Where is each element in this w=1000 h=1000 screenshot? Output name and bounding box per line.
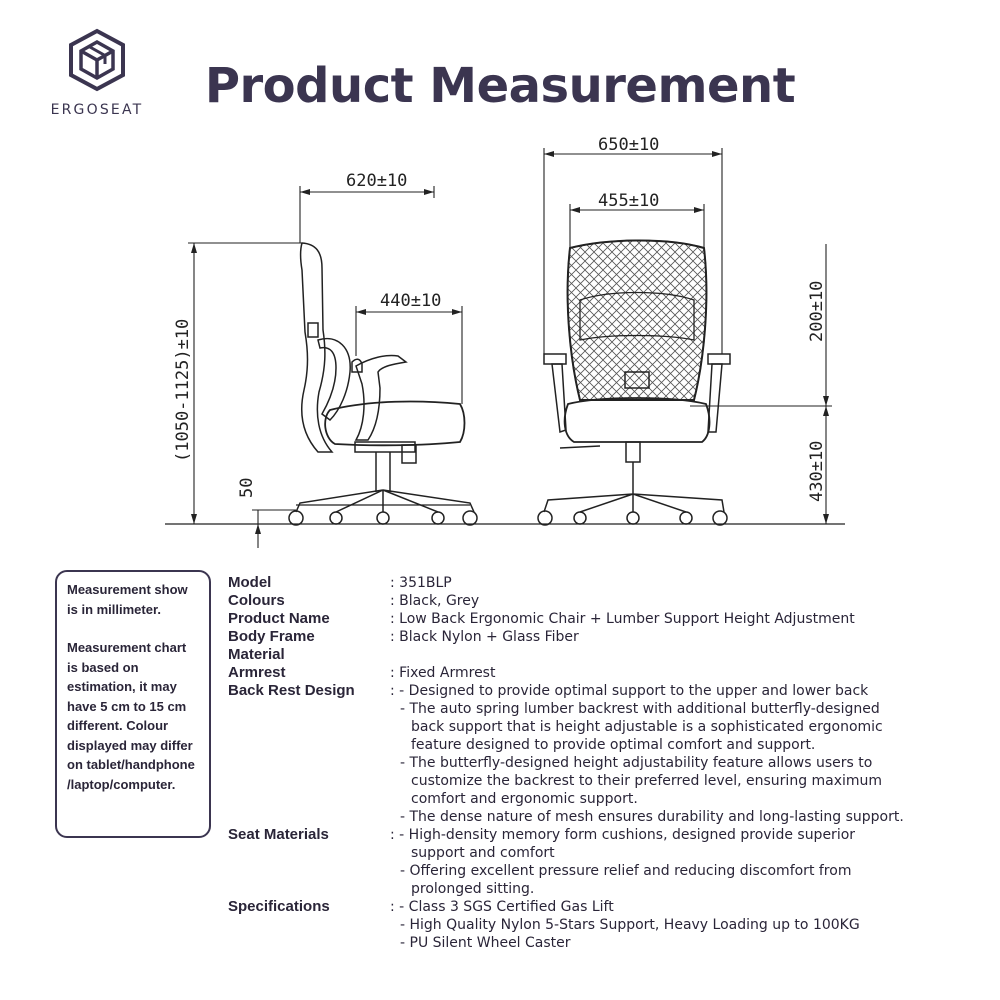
spec-value: support and comfort: [411, 845, 555, 861]
spec-label: Model: [228, 574, 272, 591]
spec-value: : Black, Grey: [390, 593, 480, 609]
front-view-chair: [537, 239, 731, 526]
spec-value: feature designed to provide optimal comf…: [411, 737, 816, 753]
spec-value: customize the backrest to their preferre…: [411, 773, 883, 789]
dim-back-width-label: 455±10: [598, 191, 659, 211]
spec-row-product-name: Product Name : Low Back Ergonomic Chair …: [228, 610, 968, 628]
measurement-note-box: Measurement show is in millimeter. Measu…: [55, 570, 211, 838]
dimension-lines: [188, 148, 832, 548]
spec-label: Seat Materials: [228, 826, 329, 843]
spec-value: - Offering excellent pressure relief and…: [400, 863, 852, 879]
brand-logo: ERGOSEAT: [36, 28, 158, 118]
spec-value: : Fixed Armrest: [390, 665, 496, 681]
spec-row-specifications: Specifications : - Class 3 SGS Certified…: [228, 898, 968, 952]
dim-depth-label: 620±10: [346, 171, 407, 191]
note-unit: Measurement show is in millimeter.: [67, 582, 188, 617]
spec-row-body-frame: Body Frame Material : Black Nylon + Glas…: [228, 628, 968, 664]
spec-value: - High Quality Nylon 5-Stars Support, He…: [400, 917, 860, 933]
side-view-chair: [288, 242, 478, 526]
spec-row-back-rest: Back Rest Design : - Designed to provide…: [228, 682, 968, 826]
dimension-arrows: [191, 151, 829, 534]
spec-value: back support that is height adjustable i…: [411, 719, 883, 735]
spec-label: Armrest: [228, 664, 286, 681]
spec-value: - PU Silent Wheel Caster: [400, 935, 571, 951]
spec-table: Model : 351BLP Colours : Black, Grey Pro…: [228, 574, 968, 952]
spec-value: - The auto spring lumber backrest with a…: [400, 701, 880, 717]
note-disclaimer: Measurement chart is based on estimation…: [67, 640, 195, 792]
brand-name: ERGOSEAT: [50, 102, 144, 118]
spec-label: Body Frame: [228, 628, 315, 645]
cube-hexagon-logo-icon: [69, 28, 125, 92]
spec-row-colours: Colours : Black, Grey: [228, 592, 968, 610]
spec-label: Specifications: [228, 898, 330, 915]
spec-value: : - Class 3 SGS Certified Gas Lift: [390, 899, 614, 915]
dim-seat-height-label: 430±10: [807, 441, 827, 502]
spec-value: comfort and ergonomic support.: [411, 791, 638, 807]
spec-value: : 351BLP: [390, 575, 452, 591]
spec-label: Product Name: [228, 610, 330, 627]
spec-value: : Low Back Ergonomic Chair + Lumber Supp…: [390, 611, 855, 627]
spec-label: Back Rest Design: [228, 682, 355, 699]
spec-value: prolonged sitting.: [411, 881, 535, 897]
dim-seat-depth-label: 440±10: [380, 291, 441, 311]
dim-height-label: (1050-1125)±10: [173, 319, 193, 462]
spec-row-seat-materials: Seat Materials : - High-density memory f…: [228, 826, 968, 898]
spec-value: - The dense nature of mesh ensures durab…: [400, 809, 904, 825]
spec-value: : - Designed to provide optimal support …: [390, 683, 869, 699]
spec-value: : Black Nylon + Glass Fiber: [390, 629, 579, 645]
spec-label: Material: [228, 646, 285, 663]
spec-row-armrest: Armrest : Fixed Armrest: [228, 664, 968, 682]
spec-value: : - High-density memory form cushions, d…: [390, 827, 856, 843]
chair-dimension-diagram: 620±10 440±10 (1050-1125)±10 50 650±10 4…: [165, 135, 845, 548]
dim-lumbar-label: 200±10: [807, 281, 827, 342]
dim-width-label: 650±10: [598, 135, 659, 155]
dim-base-height-label: 50: [237, 478, 257, 498]
spec-row-model: Model : 351BLP: [228, 574, 968, 592]
spec-label: Colours: [228, 592, 285, 609]
page-title: Product Measurement: [204, 58, 796, 114]
spec-value: - The butterfly-designed height adjustab…: [400, 755, 873, 771]
